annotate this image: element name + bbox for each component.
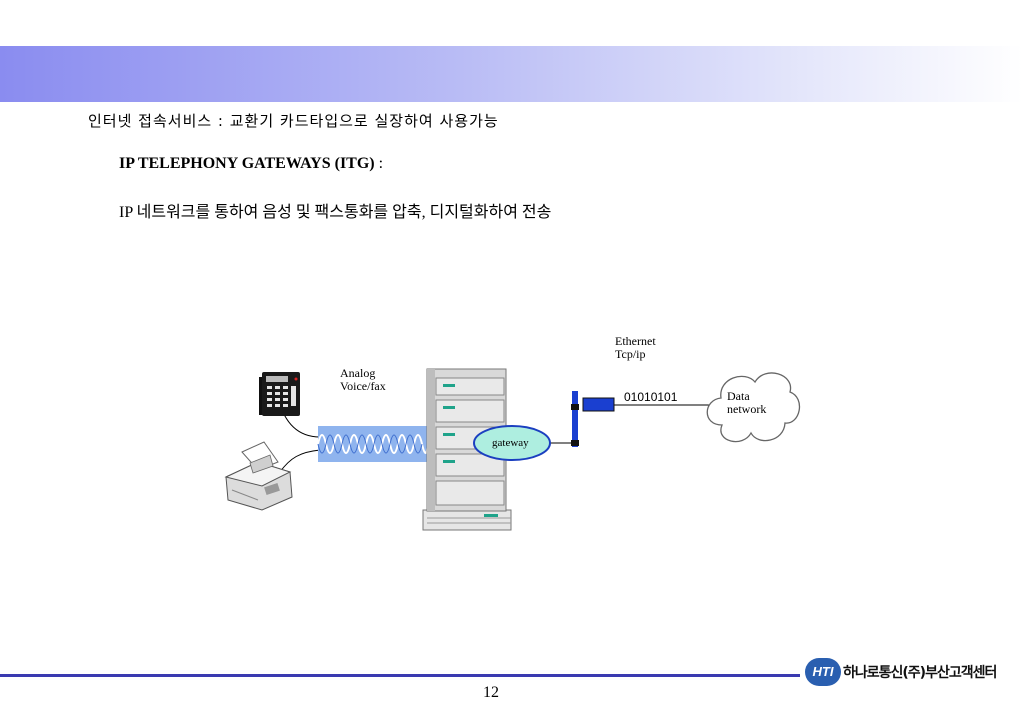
data-network-cloud xyxy=(706,372,801,443)
telephone-icon xyxy=(259,372,300,416)
gateway-node xyxy=(473,425,551,461)
fax-line xyxy=(279,449,321,473)
gateway-rack xyxy=(422,368,512,531)
hti-logo-icon: HTI xyxy=(805,658,841,686)
cloud-label: Data network xyxy=(727,390,766,416)
analog-label: Analog Voice/fax xyxy=(340,367,386,393)
fax-machine-icon xyxy=(224,441,293,511)
analog-wave-band xyxy=(317,426,429,462)
ethernet-label-line2: Tcp/ip xyxy=(615,347,646,361)
page-number: 12 xyxy=(483,684,499,701)
analog-label-line1: Analog xyxy=(340,366,376,380)
itg-description: IP 네트워크를 통하여 음성 및 팩스통화를 압축, 디지털화하여 전송 xyxy=(119,204,552,221)
itg-heading-bold: IP TELEPHONY GATEWAYS (ITG) xyxy=(119,155,375,172)
footer-divider xyxy=(0,674,800,677)
gateway-label: gateway xyxy=(492,437,529,449)
header-band xyxy=(0,46,1023,102)
itg-heading: IP TELEPHONY GATEWAYS (ITG) : xyxy=(119,155,383,173)
ethernet-bus xyxy=(571,391,615,447)
cloud-label-line2: network xyxy=(727,402,767,416)
analog-label-line2: Voice/fax xyxy=(340,379,386,393)
itg-heading-suffix: : xyxy=(374,155,384,172)
service-title: 인터넷 접속서비스 : 교환기 카드타입으로 실장하여 사용가능 xyxy=(88,112,499,130)
binary-label: 01010101 xyxy=(624,390,678,404)
ethernet-label-line1: Ethernet xyxy=(615,334,656,348)
cloud-label-line1: Data xyxy=(727,389,750,403)
ethernet-label: Ethernet Tcp/ip xyxy=(615,335,656,361)
company-logo-text: 하나로통신(주)부산고객센터 xyxy=(843,665,997,681)
